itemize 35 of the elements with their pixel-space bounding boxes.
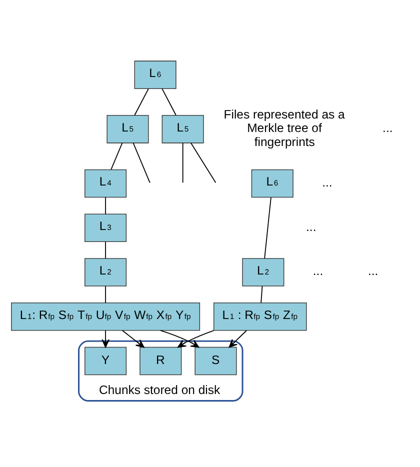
node-box: L6: [251, 168, 294, 198]
connector: [162, 88, 176, 116]
node-box: L6: [134, 60, 176, 88]
connector: [105, 240, 106, 258]
connector: [134, 88, 149, 116]
arrow: [228, 330, 248, 348]
connector: [182, 142, 184, 183]
node-box: L2: [242, 258, 284, 286]
connector: [260, 285, 263, 303]
connector: [110, 142, 123, 170]
connector: [264, 196, 272, 258]
connector: [190, 142, 216, 183]
node-box: L2: [84, 258, 127, 286]
node-box: L4: [84, 168, 127, 198]
node-box: L1: Rfp Sfp Tfp Ufp Vfp Wfp Xfp Yfp: [11, 302, 200, 330]
connector: [105, 196, 106, 214]
arrow: [122, 330, 144, 348]
arrow: [160, 329, 200, 348]
label: Files represented as a Merkle tree of fingerprints: [224, 106, 345, 148]
node-box: R: [140, 346, 182, 375]
label: ...: [368, 264, 378, 278]
connector: [132, 142, 150, 183]
node-box: S: [194, 346, 237, 375]
label: ...: [312, 264, 324, 278]
arrow: [102, 330, 110, 348]
label: ...: [322, 174, 332, 189]
node-box: L3: [84, 213, 127, 242]
connector: [105, 285, 106, 303]
label: ...: [382, 120, 393, 135]
node-box: L5: [162, 114, 204, 143]
label: ...: [306, 219, 316, 234]
node-box: Y: [84, 346, 127, 375]
node-box: L1 : Rfp Sfp Zfp: [213, 302, 307, 330]
node-box: L5: [106, 114, 149, 143]
arrow: [178, 330, 214, 348]
